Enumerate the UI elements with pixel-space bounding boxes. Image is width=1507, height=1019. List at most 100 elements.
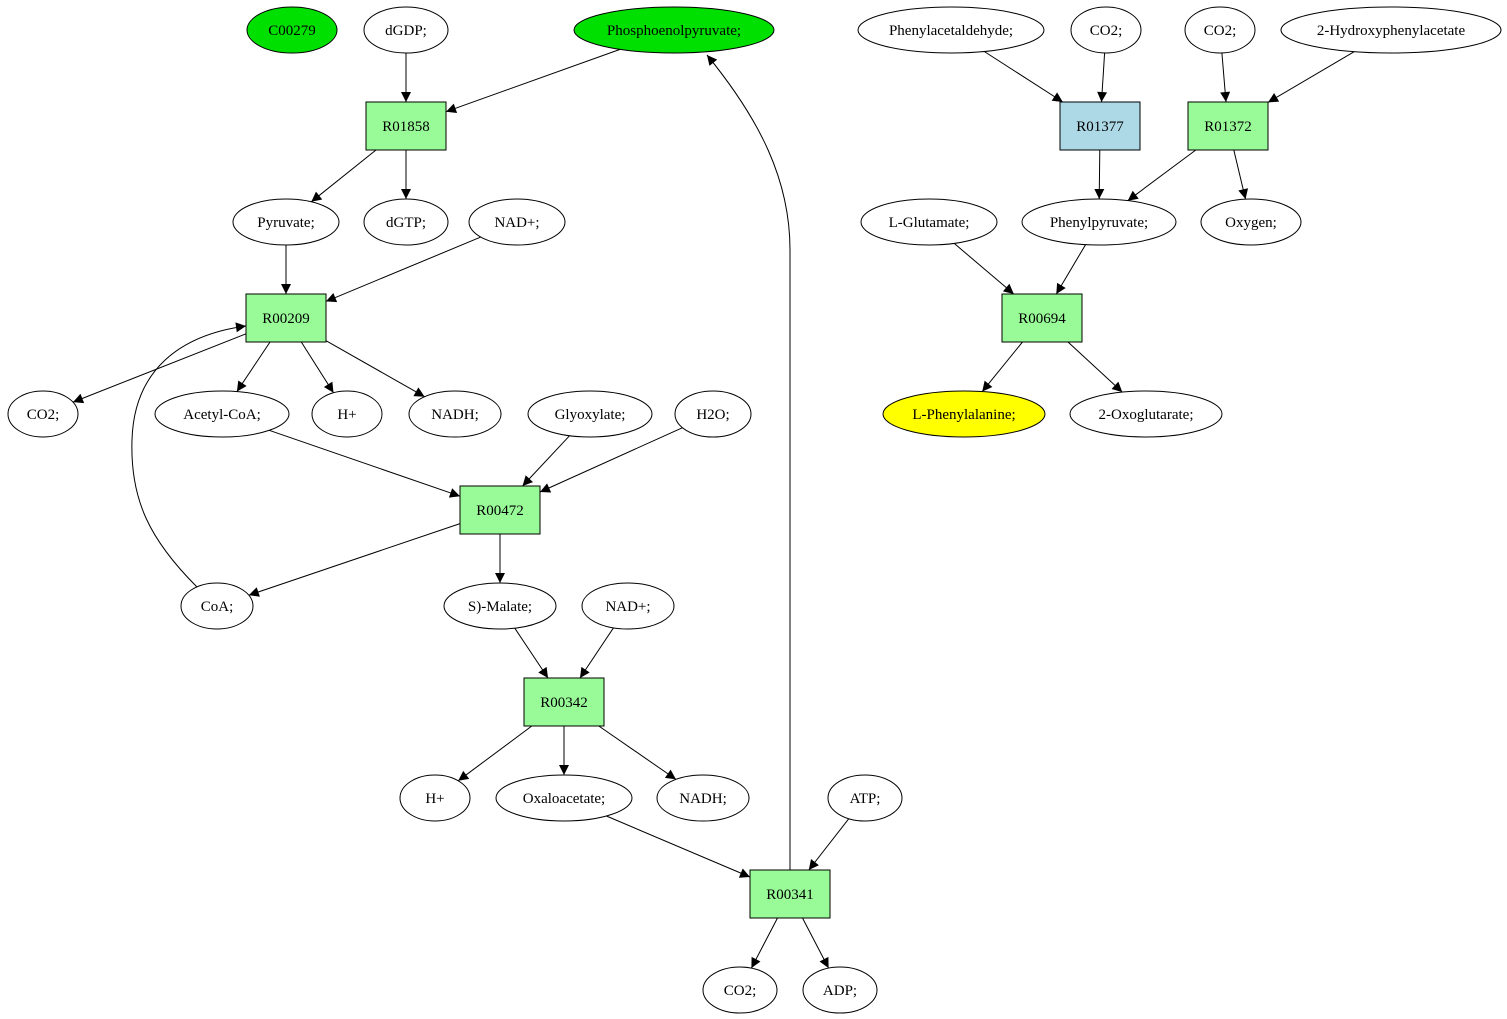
compound-node-c_CoA[interactable]: CoA; — [180, 582, 254, 630]
compound-node-c_LPhe[interactable]: L-Phenylalanine; — [882, 390, 1046, 438]
compound-ellipse — [1200, 198, 1302, 246]
node-label: Phosphoenolpyruvate; — [607, 23, 741, 39]
edge-r_R00209-to-c_CO2_c — [72, 333, 247, 404]
compound-node-c_NADH_b[interactable]: NADH; — [656, 774, 750, 822]
compound-node-c_C00279[interactable]: C00279 — [246, 6, 338, 54]
compound-node-c_LGlu[interactable]: L-Glutamate; — [860, 198, 998, 246]
compound-node-c_Phenylacetaldehyde[interactable]: Phenylacetaldehyde; — [857, 6, 1045, 54]
compound-node-c_NADp_a[interactable]: NAD+; — [468, 198, 566, 246]
compound-node-c_Malate[interactable]: S)-Malate; — [443, 582, 557, 630]
edge-r_R00341-to-c_CO2_d — [750, 917, 778, 969]
node-label: R00342 — [540, 695, 588, 711]
compound-ellipse — [363, 6, 449, 54]
edge-r_R00209-to-c_AcCoA — [236, 341, 271, 392]
node-label: CO2; — [1204, 23, 1237, 39]
compound-node-c_2HPA[interactable]: 2-Hydroxyphenylacetate — [1280, 6, 1502, 54]
node-label: Oxygen; — [1225, 215, 1277, 231]
compound-node-c_CO2_a[interactable]: CO2; — [1070, 6, 1142, 54]
compound-node-c_Hp_a[interactable]: H+ — [311, 390, 383, 438]
compound-node-c_CO2_d[interactable]: CO2; — [702, 966, 778, 1014]
node-label: dGTP; — [386, 215, 426, 231]
node-label: H+ — [425, 791, 444, 807]
edge-r_R00342-to-c_Hp_b — [457, 725, 533, 782]
reaction-box — [1001, 293, 1083, 343]
compound-node-c_ATP[interactable]: ATP; — [827, 774, 903, 822]
compound-ellipse — [232, 198, 340, 246]
compound-node-c_PEP[interactable]: Phosphoenolpyruvate; — [573, 6, 775, 54]
edge-c_Malate-to-r_R00342 — [514, 627, 549, 679]
reaction-node-r_R00209[interactable]: R00209 — [245, 293, 327, 343]
reaction-node-r_R01858[interactable]: R01858 — [365, 101, 447, 151]
compound-node-c_H2O[interactable]: H2O; — [674, 390, 752, 438]
edge-c_CO2_a-to-r_R01377 — [1097, 52, 1108, 103]
edge-c_OAA-to-r_R00341 — [606, 815, 751, 878]
edge-r_R00694-to-c_2OG — [1067, 341, 1123, 393]
compound-node-c_Pyruvate[interactable]: Pyruvate; — [232, 198, 340, 246]
reaction-node-r_R00694[interactable]: R00694 — [1001, 293, 1083, 343]
node-label: S)-Malate; — [468, 599, 532, 615]
compound-node-c_Glyoxylate[interactable]: Glyoxylate; — [527, 390, 653, 438]
nodes-layer: C00279 dGDP; Phosphoenolpyruvate; Phenylace… — [7, 6, 1502, 1014]
reaction-node-r_R00342[interactable]: R00342 — [523, 677, 605, 727]
edge-r_R00342-to-c_NADH_b — [598, 725, 677, 780]
compound-node-c_Hp_b[interactable]: H+ — [399, 774, 471, 822]
node-label: CO2; — [724, 983, 757, 999]
node-label: Glyoxylate; — [555, 407, 626, 423]
reaction-box — [1187, 101, 1269, 151]
reaction-node-r_R01377[interactable]: R01377 — [1059, 101, 1141, 151]
reaction-node-r_R01372[interactable]: R01372 — [1187, 101, 1269, 151]
compound-ellipse — [1184, 6, 1256, 54]
compound-node-c_ADP[interactable]: ADP; — [802, 966, 878, 1014]
reaction-box — [749, 869, 831, 919]
node-label: L-Phenylalanine; — [912, 407, 1015, 423]
node-label: Phenylpyruvate; — [1050, 215, 1148, 231]
edge-c_H2O-to-r_R00472 — [539, 427, 683, 493]
edge-c_CO2_b-to-r_R01372 — [1220, 52, 1231, 103]
edge-c_2HPA-to-r_R01372 — [1267, 51, 1355, 103]
edge-c_PEP-to-r_R01858 — [445, 48, 621, 114]
compound-ellipse — [311, 390, 383, 438]
reaction-node-r_R00472[interactable]: R00472 — [459, 485, 541, 535]
compound-ellipse — [882, 390, 1046, 438]
edge-r_R01372-to-c_Oxygen — [1233, 149, 1249, 200]
compound-node-c_dGDP[interactable]: dGDP; — [363, 6, 449, 54]
node-label: CO2; — [27, 407, 60, 423]
compound-node-c_Phenylpyruvate[interactable]: Phenylpyruvate; — [1021, 198, 1177, 246]
compound-node-c_NADp_b[interactable]: NAD+; — [581, 582, 675, 630]
compound-node-c_Oxygen[interactable]: Oxygen; — [1200, 198, 1302, 246]
reaction-node-r_R00341[interactable]: R00341 — [749, 869, 831, 919]
compound-node-c_OAA[interactable]: Oxaloacetate; — [495, 774, 633, 822]
compound-ellipse — [443, 582, 557, 630]
edge-c_NADp_a-to-r_R00209 — [325, 236, 481, 303]
edge-c_Glyoxylate-to-r_R00472 — [522, 435, 570, 487]
node-label: Phenylacetaldehyde; — [889, 23, 1013, 39]
node-label: 2-Hydroxyphenylacetate — [1317, 23, 1466, 39]
compound-ellipse — [581, 582, 675, 630]
compound-ellipse — [573, 6, 775, 54]
node-label: H2O; — [696, 407, 729, 423]
compound-ellipse — [363, 198, 449, 246]
compound-node-c_CO2_c[interactable]: CO2; — [7, 390, 79, 438]
node-label: H+ — [337, 407, 356, 423]
node-label: C00279 — [268, 23, 316, 39]
compound-node-c_2OG[interactable]: 2-Oxoglutarate; — [1069, 390, 1223, 438]
compound-ellipse — [468, 198, 566, 246]
edge-r_R00694-to-c_LPhe — [981, 341, 1023, 392]
compound-ellipse — [246, 6, 338, 54]
node-label: ATP; — [850, 791, 881, 807]
compound-node-c_dGTP[interactable]: dGTP; — [363, 198, 449, 246]
edge-r_R01377-to-c_Phenylpyruvate — [1094, 149, 1105, 200]
edge-r_R00472-to-c_CoA — [248, 523, 461, 597]
compound-ellipse — [802, 966, 878, 1014]
edge-c_NADp_b-to-r_R00342 — [579, 627, 614, 679]
compound-ellipse — [495, 774, 633, 822]
compound-node-c_NADH_a[interactable]: NADH; — [408, 390, 502, 438]
node-label: R00694 — [1018, 311, 1066, 327]
edge-c_LGlu-to-r_R00694 — [953, 243, 1015, 295]
compound-node-c_AcCoA[interactable]: Acetyl-CoA; — [154, 390, 290, 438]
node-label: R01858 — [382, 119, 430, 135]
edge-r_R01858-to-c_Pyruvate — [310, 149, 377, 203]
compound-node-c_CO2_b[interactable]: CO2; — [1184, 6, 1256, 54]
reaction-box — [365, 101, 447, 151]
